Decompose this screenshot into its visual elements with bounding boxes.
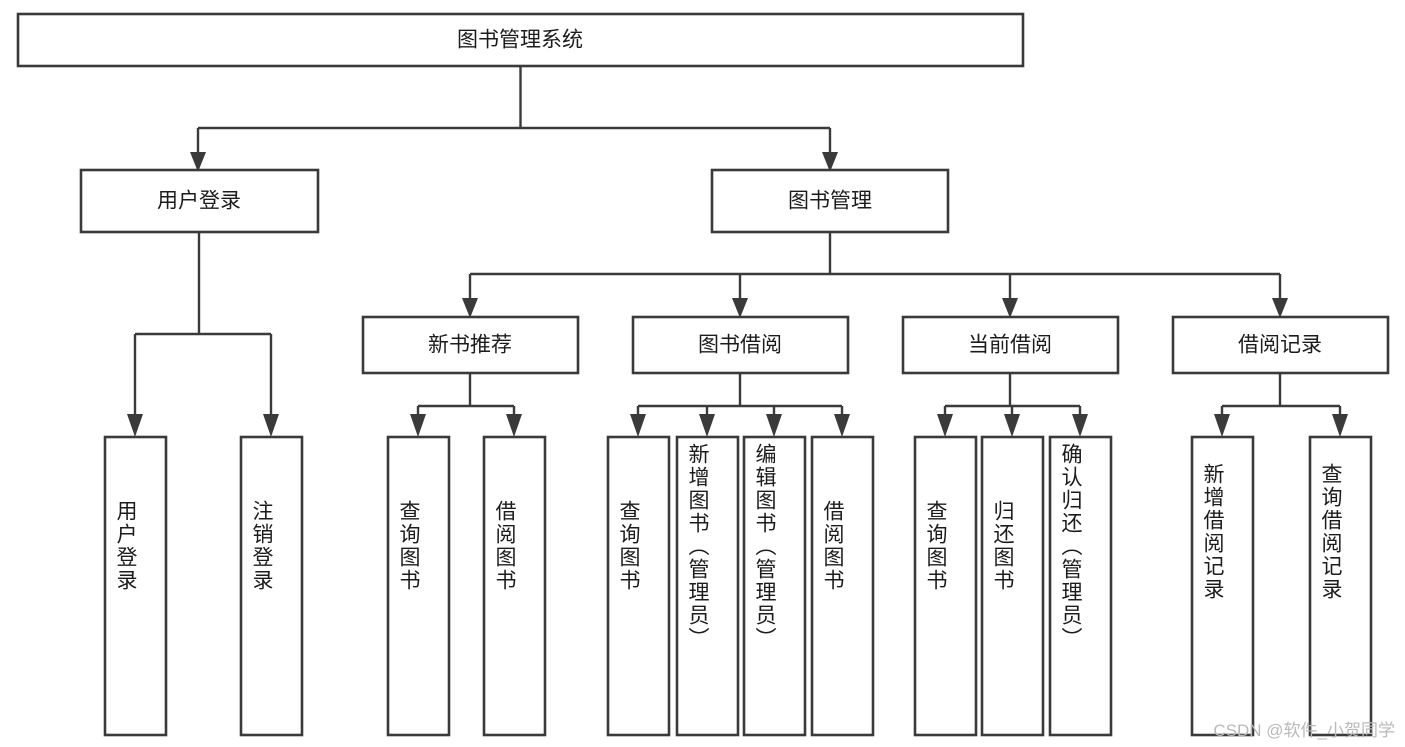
connector-bookborrow-to-leaves bbox=[630, 373, 850, 437]
node-level3-borrow-record-box[interactable] bbox=[1171, 315, 1390, 375]
node-root-label: 图书管理系统 bbox=[457, 29, 583, 52]
node-leaf-box[interactable] bbox=[606, 435, 671, 737]
node-root-box[interactable] bbox=[16, 12, 1025, 68]
node-level3-new-book-recommend-box[interactable] bbox=[361, 315, 580, 375]
node-leaf-box[interactable] bbox=[980, 435, 1045, 737]
connector-borrowrecord-to-leaves bbox=[1214, 373, 1348, 437]
node-level2-book-management-box[interactable] bbox=[710, 168, 950, 234]
node-leaf-box[interactable] bbox=[1048, 435, 1113, 737]
node-level3-new-book-recommend-label: 新书推荐 bbox=[428, 334, 512, 357]
node-leaf-box[interactable] bbox=[482, 435, 547, 737]
connector-currentborrow-to-leaves bbox=[937, 373, 1088, 437]
connector-root-to-level2 bbox=[190, 66, 838, 172]
connector-userlogin-to-leaves bbox=[127, 232, 279, 437]
node-level2-user-login-box[interactable] bbox=[79, 168, 320, 234]
node-leaf-box[interactable] bbox=[1190, 435, 1255, 737]
connector-bookmgmt-to-level3 bbox=[462, 232, 1288, 318]
node-leaf-box[interactable] bbox=[386, 435, 451, 737]
connector-newbook-to-leaves bbox=[410, 373, 522, 437]
node-level3-current-borrow-label: 当前借阅 bbox=[968, 334, 1052, 357]
node-level3-book-borrow-label: 图书借阅 bbox=[698, 334, 782, 357]
csdn-watermark: CSDN @软件_小贺同学 bbox=[1213, 721, 1395, 740]
node-leaf-box[interactable] bbox=[1308, 435, 1373, 737]
node-leaf-box[interactable] bbox=[239, 435, 304, 737]
node-level3-book-borrow-box[interactable] bbox=[631, 315, 850, 375]
node-leaf-box[interactable] bbox=[103, 435, 168, 737]
node-leaf-box[interactable] bbox=[675, 435, 740, 737]
node-level3-current-borrow-box[interactable] bbox=[901, 315, 1120, 375]
node-level3-borrow-record-label: 借阅记录 bbox=[1238, 334, 1322, 357]
node-level2-user-login-label: 用户登录 bbox=[157, 190, 241, 213]
node-level2-book-management-label: 图书管理 bbox=[788, 190, 872, 213]
node-leaf-box[interactable] bbox=[810, 435, 875, 737]
node-leaf-box[interactable] bbox=[913, 435, 978, 737]
node-leaf-box[interactable] bbox=[742, 435, 807, 737]
